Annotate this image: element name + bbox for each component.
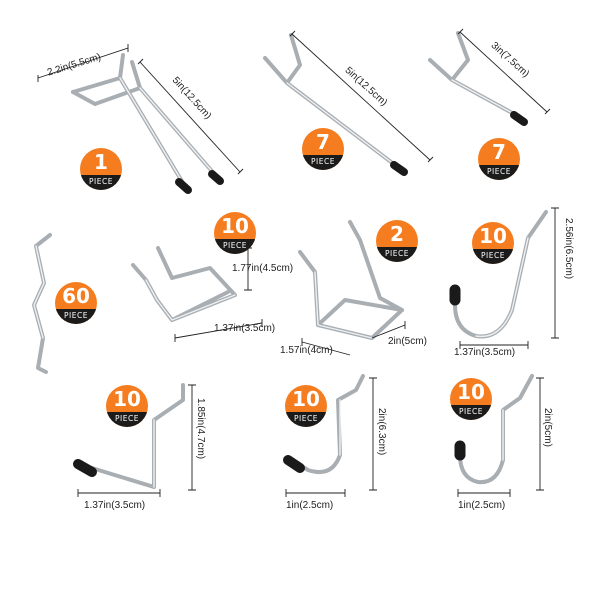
dimension-label: 1.57in(4cm) [280,345,333,356]
dimension-label: 2in(6.3cm) [376,408,387,456]
quantity-badge: 10 PIECE [472,222,514,264]
badge-count: 7 [492,140,506,164]
double-prong-hook [71,53,224,194]
dimension-label: 2in(5cm) [542,408,553,447]
dimension-label: 2.56in(6.5cm) [563,218,574,280]
badge-count: 10 [292,387,320,411]
dimension-label: 2in(5cm) [388,336,427,347]
dimension-label: 1in(2.5cm) [286,500,334,511]
dimension-label: 1.37in(3.5cm) [214,323,276,334]
badge-count: 60 [62,284,90,308]
dimension-label: 1.37in(3.5cm) [454,347,516,358]
badge-count: 10 [221,214,249,238]
quantity-badge: 10 PIECE [450,378,492,420]
badge-label: PIECE [106,412,148,427]
badge-count: 10 [113,387,141,411]
j-hook [449,210,548,339]
badge-label: PIECE [55,309,97,324]
quantity-badge: 60 PIECE [55,282,97,324]
quantity-badge: 10 PIECE [106,385,148,427]
l-hook [73,383,185,489]
quantity-badge: 1 PIECE [80,148,122,190]
quantity-badge: 10 PIECE [285,385,327,427]
badge-count: 2 [390,222,404,246]
badge-label: PIECE [472,249,514,264]
badge-label: PIECE [80,175,122,190]
badge-count: 1 [94,150,108,174]
short-single-hook [428,31,528,126]
dimension-label: 1.37in(3.5cm) [84,500,146,511]
u-shelf-hook [131,246,237,322]
badge-label: PIECE [478,165,520,180]
quantity-badge: 7 PIECE [478,138,520,180]
dimension-label: 1.85in(4.7cm) [195,398,206,460]
dimension-label: 1.77in(4.5cm) [232,263,294,274]
long-single-hook [263,33,408,176]
badge-count: 10 [457,380,485,404]
badge-label: PIECE [214,239,256,254]
dimension-label: 1in(2.5cm) [458,500,506,511]
badge-label: PIECE [450,405,492,420]
small-j-hook [454,374,534,485]
square-u-hook [298,220,404,340]
quantity-badge: 7 PIECE [302,128,344,170]
dimension-lines [37,28,559,497]
badge-count: 7 [316,130,330,154]
zigzag-clip [32,233,52,374]
quantity-badge: 2 PIECE [376,220,418,262]
angled-j-hook [283,374,365,475]
badge-label: PIECE [376,247,418,262]
badge-count: 10 [479,224,507,248]
badge-label: PIECE [302,155,344,170]
quantity-badge: 10 PIECE [214,212,256,254]
badge-label: PIECE [285,412,327,427]
